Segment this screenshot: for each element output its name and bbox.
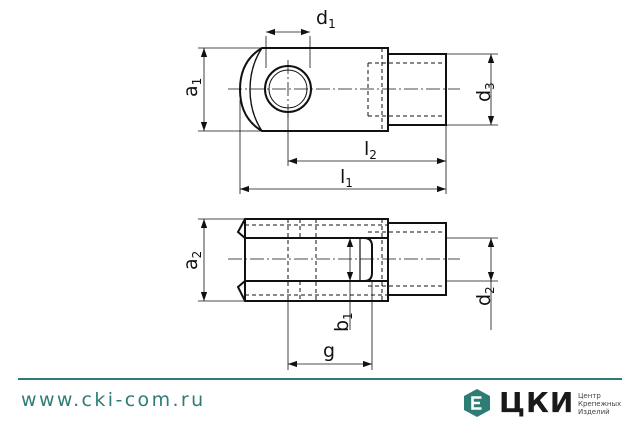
dim-d1 [265, 28, 311, 68]
bottom-view [198, 218, 498, 370]
brand-tagline: Центр Крепежных Изделий [578, 392, 622, 416]
dim-d3 [446, 53, 498, 126]
label-d2: d2 [473, 286, 497, 306]
label-a2: a2 [180, 251, 204, 270]
bottom-upper-prong [236, 218, 389, 239]
bottom-slot-back [316, 237, 373, 282]
top-view [198, 28, 498, 194]
brand-name: ЦКИ [499, 386, 575, 419]
label-a1: a1 [180, 78, 204, 97]
footer-divider [18, 378, 622, 380]
top-shank [387, 53, 447, 126]
dim-l1 [239, 100, 447, 194]
brand-logo: ЦКИ Центр Крепежных Изделий [462, 386, 632, 422]
dim-a2 [198, 218, 245, 302]
label-d3: d3 [473, 82, 497, 102]
label-d1: d1 [316, 7, 336, 31]
label-l2: l2 [364, 138, 377, 162]
label-g: g [323, 340, 335, 362]
footer-url[interactable]: www.cki-com.ru [21, 389, 206, 411]
label-b1: b1 [331, 312, 355, 332]
top-hidden-thread [367, 48, 446, 131]
top-nose-inner [249, 47, 263, 132]
dim-l2 [287, 112, 447, 166]
dim-a1 [198, 47, 262, 132]
bottom-hidden-lines [245, 219, 446, 301]
label-l1: l1 [340, 166, 353, 190]
dim-d2 [446, 237, 498, 330]
dim-g [287, 281, 373, 370]
top-body-outline [238, 47, 389, 132]
bottom-lower-prong [236, 280, 389, 302]
technical-drawing: d1 a1 d3 l2 l1 [180, 7, 498, 370]
brand-hexagon-icon [464, 389, 490, 417]
top-centerlines [228, 60, 460, 120]
